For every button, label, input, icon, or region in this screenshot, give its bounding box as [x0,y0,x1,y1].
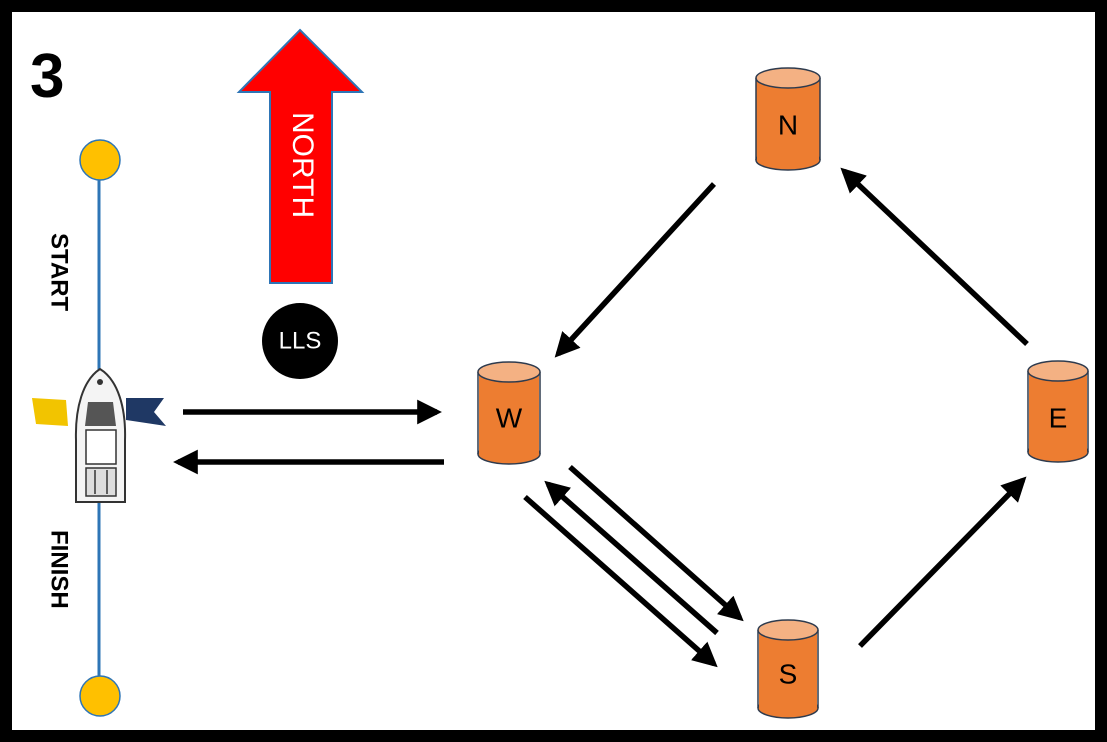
course-arrow-icon [858,476,1027,648]
course-number: 3 [30,42,64,111]
north-label: NORTH [286,112,319,218]
north-arrow-icon: NORTH [236,28,365,284]
mark-e-label: E [1049,402,1068,433]
course-arrow-icon [544,480,719,636]
mark-w: W [477,361,541,465]
course-arrow-icon [840,167,1029,346]
course-arrow-icon [568,464,744,622]
boat-icon [32,367,166,503]
mark-n: N [755,67,821,171]
course-arrow-icon [523,494,718,668]
buoy-icon [79,675,121,717]
course-arrow-icon [554,182,717,358]
mark-s-label: S [779,658,798,689]
start-label: START [46,233,73,312]
mark-e: E [1027,360,1089,463]
buoy-icon [79,139,121,181]
lls-label: LLS [279,327,322,354]
mark-n-label: N [778,109,798,140]
mark-s: S [757,619,819,719]
mark-w-label: W [496,402,523,433]
lls-badge: LLS [262,303,338,379]
finish-label: FINISH [46,530,73,609]
